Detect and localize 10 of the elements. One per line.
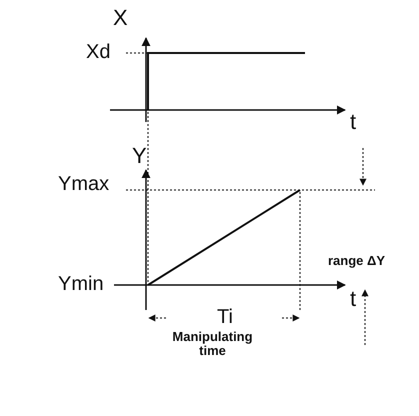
axis-label: t bbox=[350, 287, 356, 312]
dimension-label: Ti bbox=[217, 306, 233, 328]
axis-label: Y bbox=[132, 144, 147, 168]
axis-value: Ymax bbox=[58, 173, 110, 195]
axis-value: Xd bbox=[86, 41, 110, 63]
dimension-label: Manipulating time bbox=[171, 330, 254, 359]
axis-label: t bbox=[350, 110, 356, 134]
axis-label: X bbox=[113, 6, 128, 30]
axis-value: Ymin bbox=[58, 273, 104, 295]
range-label: range ΔY bbox=[328, 254, 386, 268]
